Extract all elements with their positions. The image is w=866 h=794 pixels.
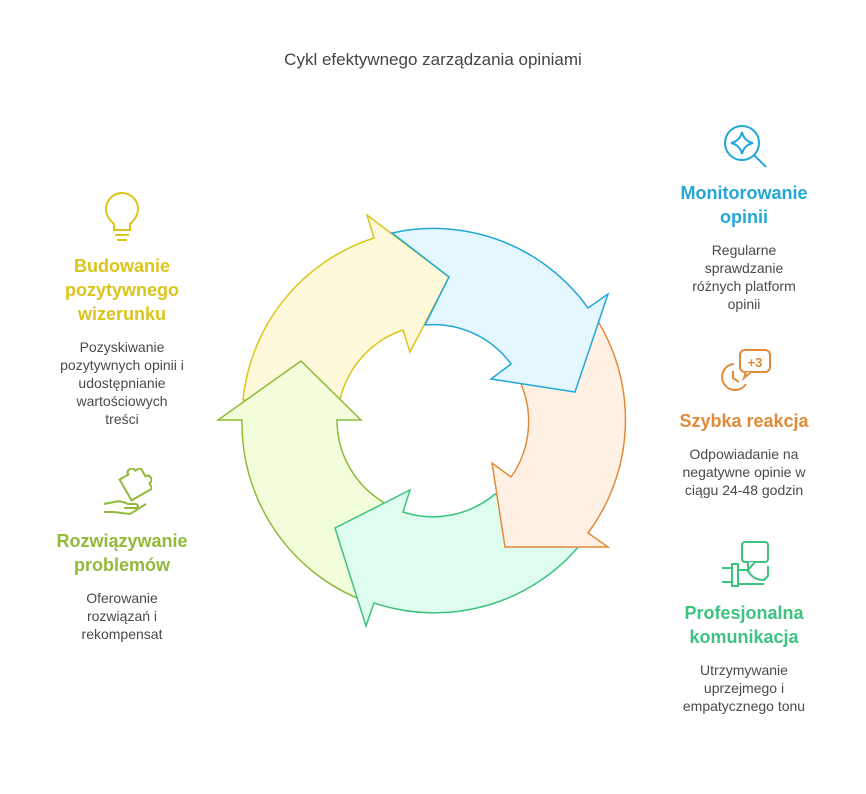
title-line: pozytywnego (64, 280, 179, 300)
title-line: Szybka reakcja (679, 411, 809, 431)
stage-title: Monitorowanie opinii (644, 181, 844, 229)
desc-line: negatywne opinie w (682, 464, 806, 480)
stage-description: Regularne sprawdzanie różnych platform o… (644, 241, 844, 313)
stage-monitorowanie: Monitorowanie opinii Regularne sprawdzan… (644, 181, 844, 313)
diagram-title: Cykl efektywnego zarządzania opiniami (284, 50, 582, 69)
stage-title: Rozwiązywanie problemów (22, 529, 222, 577)
clock-chat-icon: +3 (721, 349, 771, 391)
desc-line: opinii (727, 296, 761, 312)
title-line: wizerunku (77, 304, 166, 324)
title-line: problemów (73, 555, 170, 575)
magnifier-sparkle-icon (724, 125, 767, 168)
title-line: Budowanie (73, 256, 170, 276)
stage-description: Odpowiadanie na negatywne opinie w ciągu… (644, 445, 844, 499)
desc-line: sprawdzanie (704, 260, 784, 276)
desc-line: treści (105, 411, 139, 427)
title-line: Profesjonalna (684, 603, 804, 623)
desc-line: udostępnianie (78, 375, 166, 391)
title-line: Rozwiązywanie (56, 531, 188, 551)
arrow-reakcja (490, 321, 627, 548)
arrow-budowanie (242, 213, 450, 401)
title-line: opinii (720, 207, 768, 227)
stage-budowanie-wizerunku: Budowanie pozytywnego wizerunku Pozyskiw… (22, 254, 222, 428)
desc-line: Regularne (711, 242, 777, 258)
stage-description: Utrzymywanie uprzejmego i empatycznego t… (644, 661, 844, 715)
stage-title: Szybka reakcja (644, 409, 844, 433)
stage-profesjonalna-komunikacja: Profesjonalna komunikacja Utrzymywanie u… (644, 601, 844, 715)
desc-line: Utrzymywanie (700, 662, 788, 678)
badge-count: +3 (748, 355, 763, 370)
desc-line: Odpowiadanie na (689, 446, 799, 462)
desc-line: rekompensat (81, 626, 163, 642)
title-line: komunikacja (689, 627, 799, 647)
stage-title: Budowanie pozytywnego wizerunku (22, 254, 222, 326)
desc-line: różnych platform (692, 278, 796, 294)
arrow-monitorowanie (390, 227, 610, 393)
stage-description: Oferowanie rozwiązań i rekompensat (22, 589, 222, 643)
stage-szybka-reakcja: Szybka reakcja Odpowiadanie na negatywne… (644, 409, 844, 499)
desc-line: wartościowych (76, 393, 168, 409)
title-line: Monitorowanie (680, 183, 808, 203)
desc-line: ciągu 24-48 godzin (684, 482, 804, 498)
desc-line: Pozyskiwanie (79, 339, 165, 355)
stage-title: Profesjonalna komunikacja (644, 601, 844, 649)
desc-line: uprzejmego i (703, 680, 785, 696)
desc-line: Oferowanie (86, 590, 158, 606)
desc-line: empatycznego tonu (682, 698, 806, 714)
chat-handshake-icon (722, 541, 769, 587)
lightbulb-icon (104, 192, 140, 241)
desc-line: rozwiązań i (86, 608, 158, 624)
stage-rozwiazywanie-problemow: Rozwiązywanie problemów Oferowanie rozwi… (22, 529, 222, 643)
puzzle-hand-icon (103, 468, 152, 516)
desc-line: pozytywnych opinii i (60, 357, 184, 373)
stage-description: Pozyskiwanie pozytywnych opinii i udostę… (22, 338, 222, 428)
